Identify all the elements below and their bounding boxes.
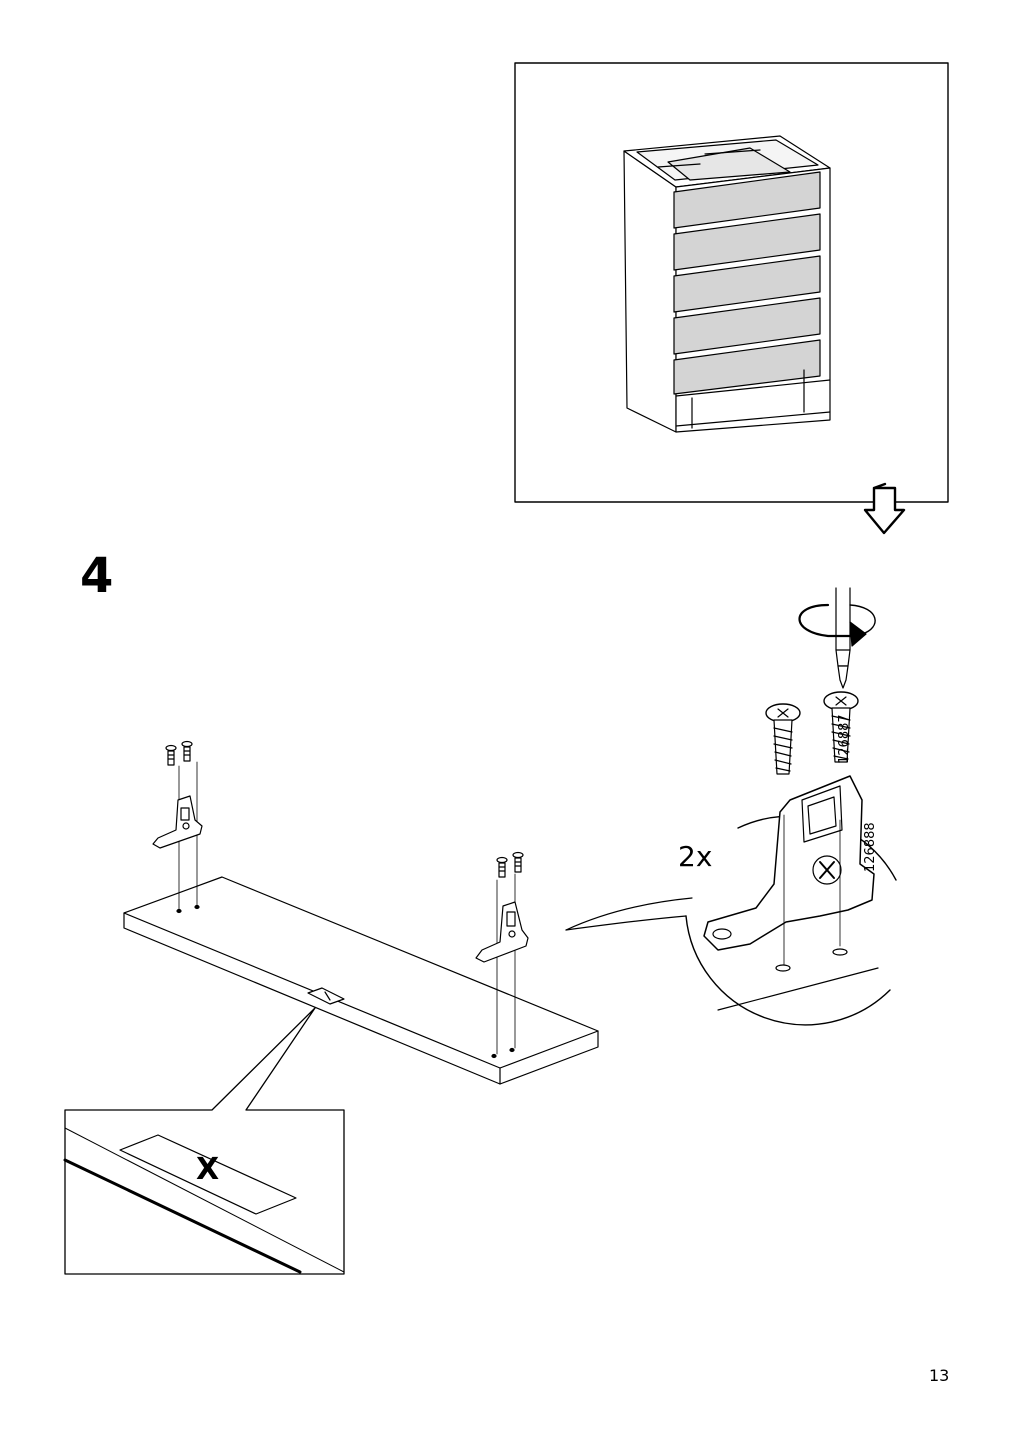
screw-icon [165,744,177,766]
screwdriver-icon [798,587,876,689]
quantity-label: 2x [678,840,713,873]
plinth-board [123,876,599,1085]
bracket-detail-circle [685,775,897,1026]
screw-icon [181,740,193,762]
screw-icon [496,856,508,878]
step-number: 4 [80,548,114,604]
right-bracket-assembly [475,851,529,1055]
screw-part-number: 126887 [837,714,852,764]
label-position-inset [63,1007,345,1275]
left-bracket-assembly [152,740,203,911]
screw-icon [823,691,859,763]
down-arrow-icon [863,482,906,535]
callout-pointer [565,897,693,931]
screw-icon [765,703,801,775]
screw-icon [512,851,524,873]
bracket-part-number: 126888 [863,822,878,872]
cabinet-drawing [623,135,831,433]
finished-cabinet-inset [514,62,949,535]
page-number: 13 [929,1366,950,1385]
rotate-arrow-icon [798,603,862,638]
position-mark: X [196,1152,220,1187]
